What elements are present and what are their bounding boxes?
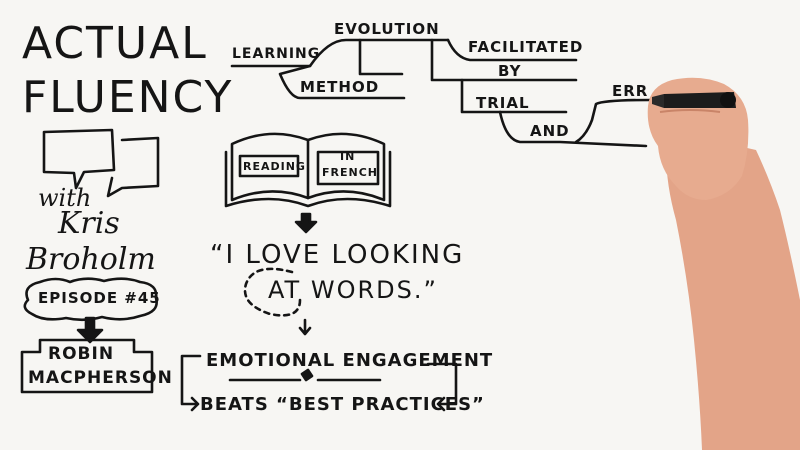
flow-by: BY xyxy=(498,62,522,80)
book-arrow xyxy=(294,212,318,234)
episode-arrow xyxy=(76,316,104,344)
host-first-name: Kris xyxy=(58,206,120,241)
flow-method: METHOD xyxy=(300,78,380,96)
book-right-label-bottom: FRENCH xyxy=(322,166,378,179)
book-right-label-top: IN xyxy=(340,150,356,163)
flow-trial: TRIAL xyxy=(476,94,530,112)
episode-cloud xyxy=(23,277,158,322)
book-left-label: READING xyxy=(243,160,306,173)
quote-line2: AT WORDS.” xyxy=(268,276,438,304)
flow-and: AND xyxy=(530,122,570,140)
hand xyxy=(647,77,749,200)
engagement-line2: BEATS “BEST PRACTICES” xyxy=(200,394,485,415)
host-with: with xyxy=(38,184,92,212)
engagement-bracket xyxy=(180,354,202,412)
guest-frame xyxy=(20,338,154,394)
show-title-line2: FLUENCY xyxy=(22,72,234,123)
engagement-line1: EMOTIONAL ENGAGEMENT xyxy=(206,350,494,371)
hand-illustration xyxy=(647,77,800,450)
quote-line1: “I LOVE LOOKING xyxy=(210,240,465,270)
speech-bubble-icon xyxy=(42,128,116,190)
guest-name-line1: ROBIN xyxy=(48,344,115,364)
speech-bubble-icon-2 xyxy=(106,136,160,198)
marker-icon xyxy=(664,92,736,108)
host-last-name: Broholm xyxy=(26,242,156,277)
quote-dashed-loop xyxy=(243,267,302,317)
flow-facilitated: FACILITATED xyxy=(468,38,584,56)
episode-label: EPISODE #45 xyxy=(38,289,161,307)
guest-name-line2: MACPHERSON xyxy=(28,368,173,388)
flow-evolution: EVOLUTION xyxy=(334,20,440,38)
flow-learning: LEARNING xyxy=(232,46,321,62)
show-title-line1: ACTUAL xyxy=(22,18,208,69)
flow-err: ERR xyxy=(612,82,649,100)
quote-arrow xyxy=(298,318,312,336)
arm xyxy=(666,130,800,450)
book-icon xyxy=(230,132,386,202)
